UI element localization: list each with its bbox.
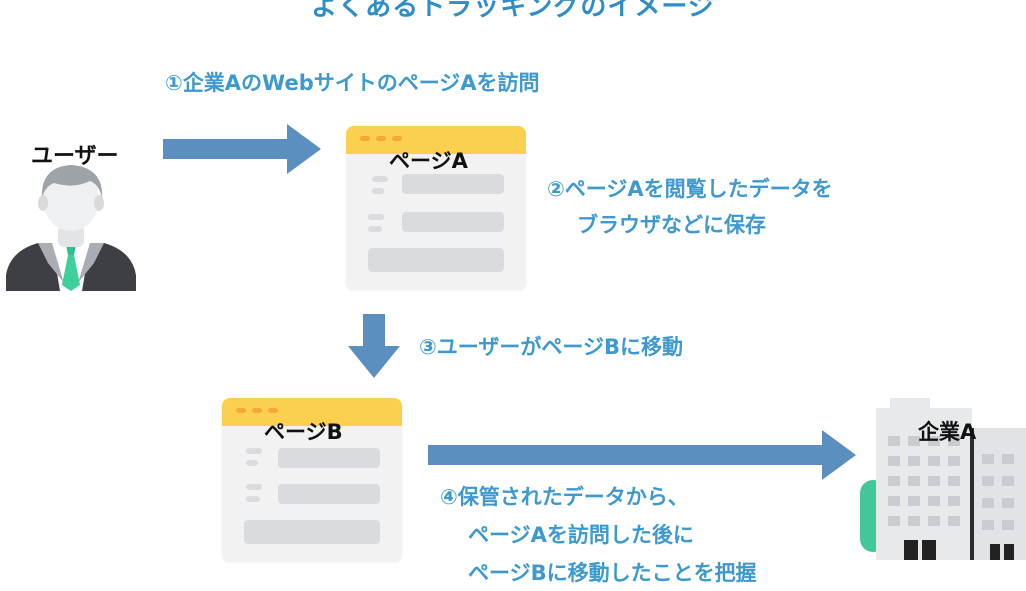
- window-dot: [392, 136, 402, 141]
- arrow-page-b-to-company: [428, 430, 856, 480]
- user-label: ユーザー: [31, 144, 119, 169]
- user-icon: [6, 165, 136, 291]
- step-1-text: ①企業AのWebサイトのページAを訪問: [165, 71, 540, 95]
- page-a-window: [346, 126, 526, 290]
- content-block: [278, 484, 380, 504]
- step-4-text-line2: ページAを訪問した後に: [468, 523, 694, 547]
- page-a-label: ページA: [389, 149, 468, 173]
- page-b-window: [222, 398, 402, 562]
- page-b-label: ページB: [264, 420, 343, 444]
- content-block: [368, 248, 504, 272]
- content-line: [368, 226, 382, 232]
- window-dot: [252, 408, 262, 413]
- step-2-text-line1: ②ページAを閲覧したデータを: [547, 177, 833, 201]
- window-dot: [268, 408, 278, 413]
- content-line: [246, 460, 258, 466]
- window-dot: [360, 136, 370, 141]
- content-line: [372, 188, 384, 194]
- company-building-icon: [860, 398, 1026, 560]
- content-line: [368, 214, 384, 220]
- content-block: [278, 448, 380, 468]
- content-line: [246, 496, 260, 502]
- step-2-text-line2: ブラウザなどに保存: [577, 213, 766, 237]
- company-a-label: 企業A: [918, 420, 977, 444]
- arrow-user-to-page-a: [163, 124, 321, 174]
- arrow-down-to-page-b: [348, 314, 400, 378]
- content-line: [372, 176, 388, 182]
- content-block: [402, 212, 504, 232]
- content-line: [246, 484, 262, 490]
- content-block: [244, 520, 380, 544]
- step-4-text-line3: ページBに移動したことを把握: [468, 561, 757, 585]
- step-4-text-line1: ④保管されたデータから、: [440, 485, 689, 509]
- window-dot: [236, 408, 246, 413]
- diagram-title: よくあるトラッキングのイメージ: [311, 0, 715, 22]
- content-line: [246, 448, 262, 454]
- step-3-text: ③ユーザーがページBに移動: [419, 335, 683, 359]
- window-dot: [376, 136, 386, 141]
- content-block: [402, 174, 504, 194]
